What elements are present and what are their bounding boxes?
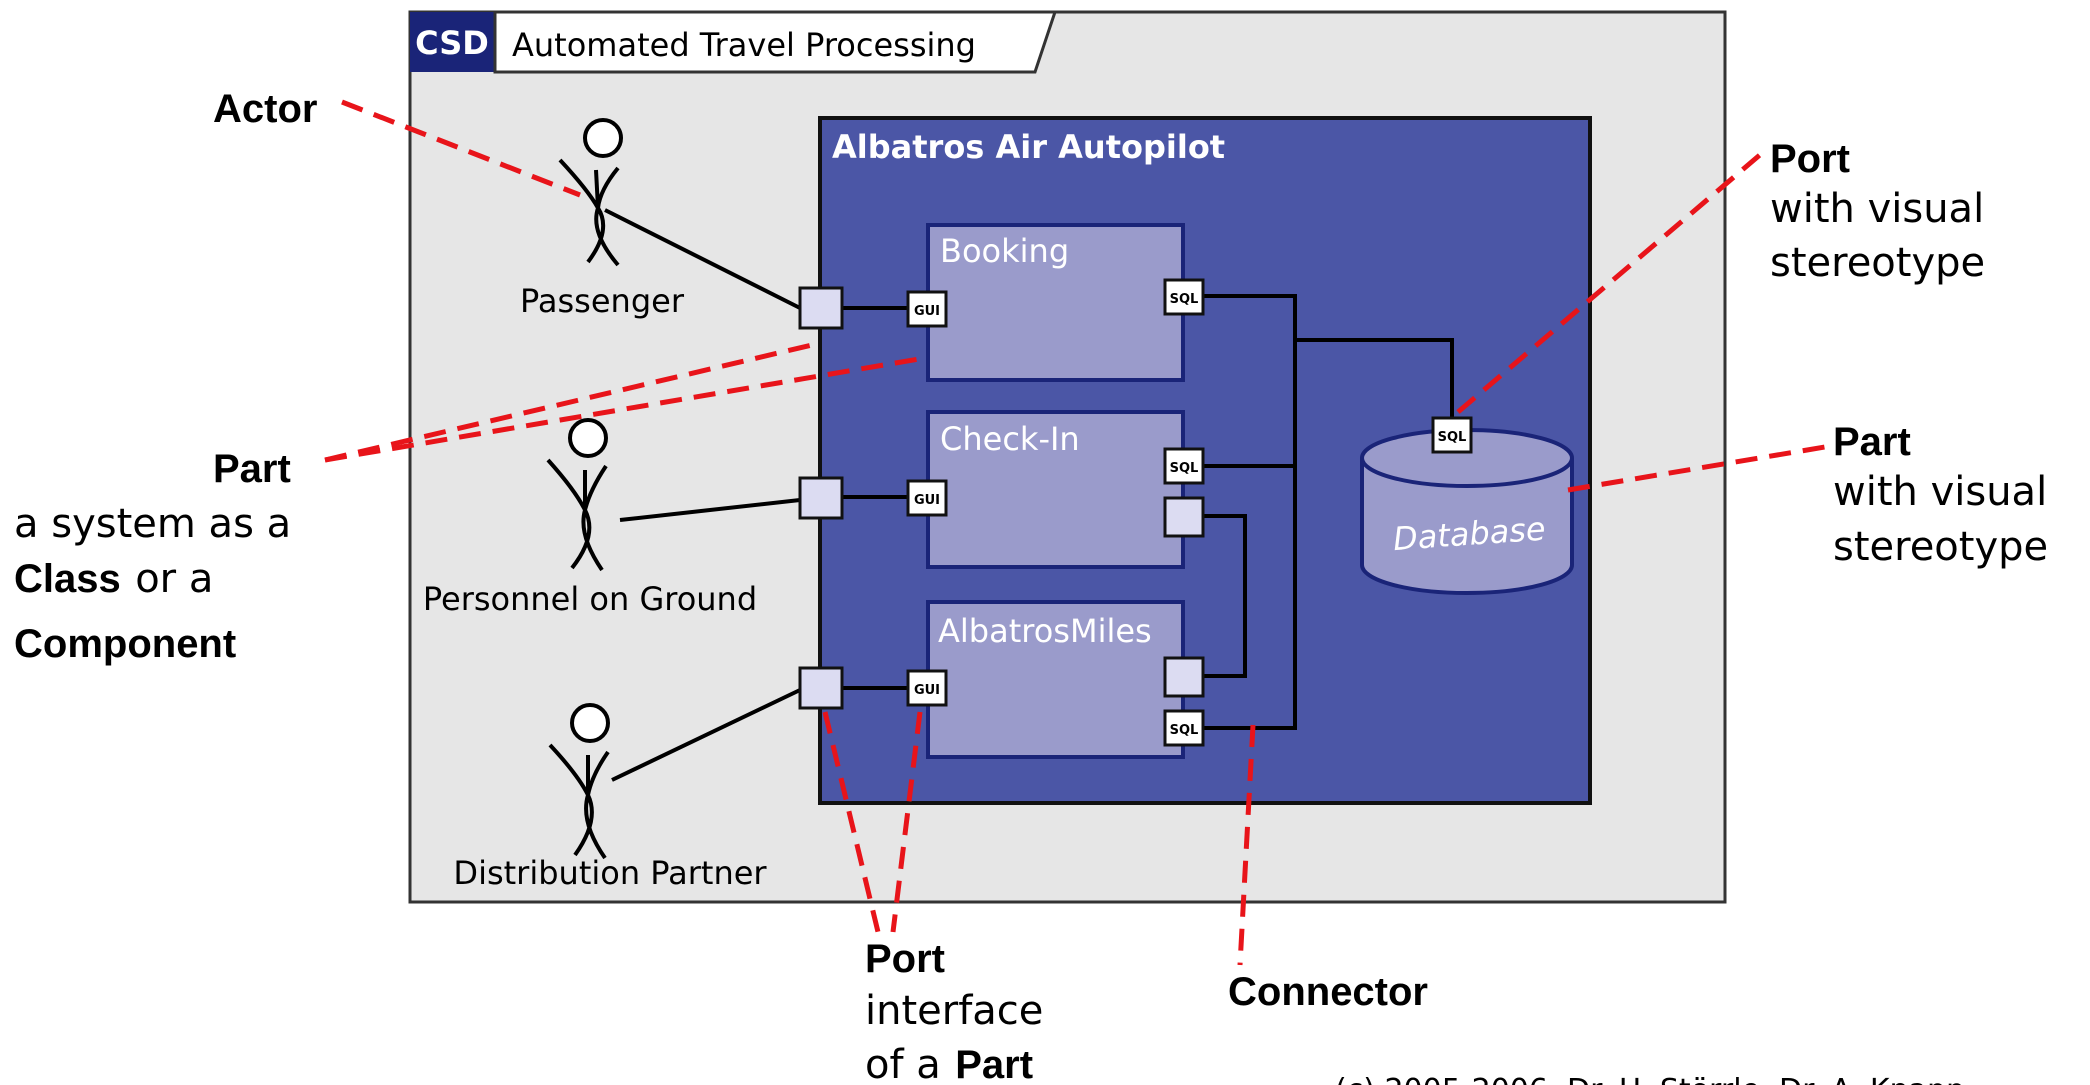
port-miles-sql-label: SQL <box>1170 723 1199 738</box>
annotation-part-left-component: Component <box>14 622 236 666</box>
connector-checkin-miles <box>1203 514 1247 678</box>
boundary-ports <box>798 286 844 710</box>
connector-passenger <box>604 208 801 310</box>
annotation-part-right-title: Part <box>1833 420 1911 464</box>
connector-sql-bus <box>1203 294 1297 730</box>
leader-port-bottom-2 <box>890 711 923 933</box>
annotation-connector: Connector <box>1228 970 1428 1014</box>
frame-tag-box <box>410 12 495 72</box>
actor-passenger <box>558 118 623 267</box>
boundary-port-personnel <box>798 476 844 520</box>
annotation-leaders <box>324 99 1826 966</box>
port-checkin-sql <box>1163 447 1205 485</box>
annotation-part-right-line2: stereotype <box>1833 524 2048 570</box>
annotation-port-bottom-of-a: of a <box>865 1042 941 1085</box>
annotation-actor: Actor <box>213 87 317 131</box>
actor-distribution-head-icon <box>570 703 610 743</box>
annotation-part-left-line1: a system as a <box>14 501 291 547</box>
actor-personnel-head-icon <box>568 418 608 458</box>
part-booking-label: Booking <box>940 232 1069 270</box>
annotation-port-top-line2: stereotype <box>1770 240 1985 286</box>
port-miles-plain <box>1163 656 1205 698</box>
port-checkin-plain <box>1163 496 1205 538</box>
annotation-port-top-line1: with visual <box>1770 186 1984 232</box>
leader-part-left-1 <box>324 342 813 463</box>
annotation-port-top-title: Port <box>1770 137 1850 181</box>
connector-database <box>1295 338 1454 420</box>
part-checkin: Check-In <box>926 410 1185 569</box>
boundary-port-passenger <box>798 286 844 330</box>
actor-distribution-label: Distribution Partner <box>453 854 767 892</box>
part-checkin-label: Check-In <box>940 420 1080 458</box>
actor-passenger-label: Passenger <box>520 282 685 320</box>
annotation-port-bottom-line1: interface <box>865 988 1043 1034</box>
connectors <box>604 208 1454 782</box>
part-ports: GUI GUI GUI SQL SQL SQL SQL <box>906 278 1473 747</box>
annotation-part-left-line2: Class or a <box>14 556 213 602</box>
actor-distribution <box>548 703 610 860</box>
annotation-part-left-class: Class <box>14 557 121 601</box>
actor-passenger-head-icon <box>583 118 623 158</box>
actor-personnel <box>546 418 608 572</box>
annotation-part-left-or-a: or a <box>135 556 213 602</box>
leader-port-bottom-1 <box>822 711 881 933</box>
frame-title-tab <box>493 10 1058 74</box>
part-albatrosmiles-label: AlbatrosMiles <box>938 612 1152 650</box>
port-booking-sql-label: SQL <box>1170 292 1199 307</box>
port-database-sql <box>1431 416 1473 454</box>
annotation-port-bottom-line2: of a Part <box>865 1042 1033 1085</box>
stick-figure-icon <box>558 158 620 267</box>
database-part: Database <box>1360 428 1574 595</box>
annotation-part-left-title: Part <box>213 447 291 491</box>
part-booking: Booking <box>926 223 1185 382</box>
actor-personnel-label: Personnel on Ground <box>423 580 757 618</box>
port-checkin-gui <box>906 479 948 517</box>
boundary-port-distribution <box>798 666 844 710</box>
stick-figure-icon <box>548 743 610 860</box>
annotation-part-right-line1: with visual <box>1833 469 2047 515</box>
connector-distribution <box>611 688 801 782</box>
connector-personnel <box>619 498 801 522</box>
leader-actor <box>341 99 581 198</box>
annotation-port-bottom-title: Port <box>865 937 945 981</box>
frame-title: Automated Travel Processing <box>512 26 976 64</box>
port-checkin-sql-label: SQL <box>1170 461 1199 476</box>
annotation-port-bottom-part: Part <box>955 1043 1033 1085</box>
port-miles-gui-label: GUI <box>914 683 940 698</box>
port-checkin-gui-label: GUI <box>914 493 940 508</box>
port-booking-gui-label: GUI <box>914 304 940 319</box>
copyright-footer: (c) 2005-2006, Dr. H. Störrle, Dr. A. Kn… <box>1335 1073 1965 1085</box>
port-booking-gui <box>906 290 948 328</box>
part-albatrosmiles: AlbatrosMiles <box>926 600 1185 759</box>
stick-figure-icon <box>546 458 608 572</box>
port-booking-sql <box>1163 278 1205 316</box>
leader-part-right <box>1567 444 1826 493</box>
leader-connector <box>1237 724 1256 966</box>
port-miles-sql <box>1163 709 1205 747</box>
frame-tag: CSD <box>415 24 489 62</box>
system-title: Albatros Air Autopilot <box>832 128 1225 166</box>
port-miles-gui <box>906 669 948 707</box>
port-database-sql-label: SQL <box>1438 430 1467 445</box>
